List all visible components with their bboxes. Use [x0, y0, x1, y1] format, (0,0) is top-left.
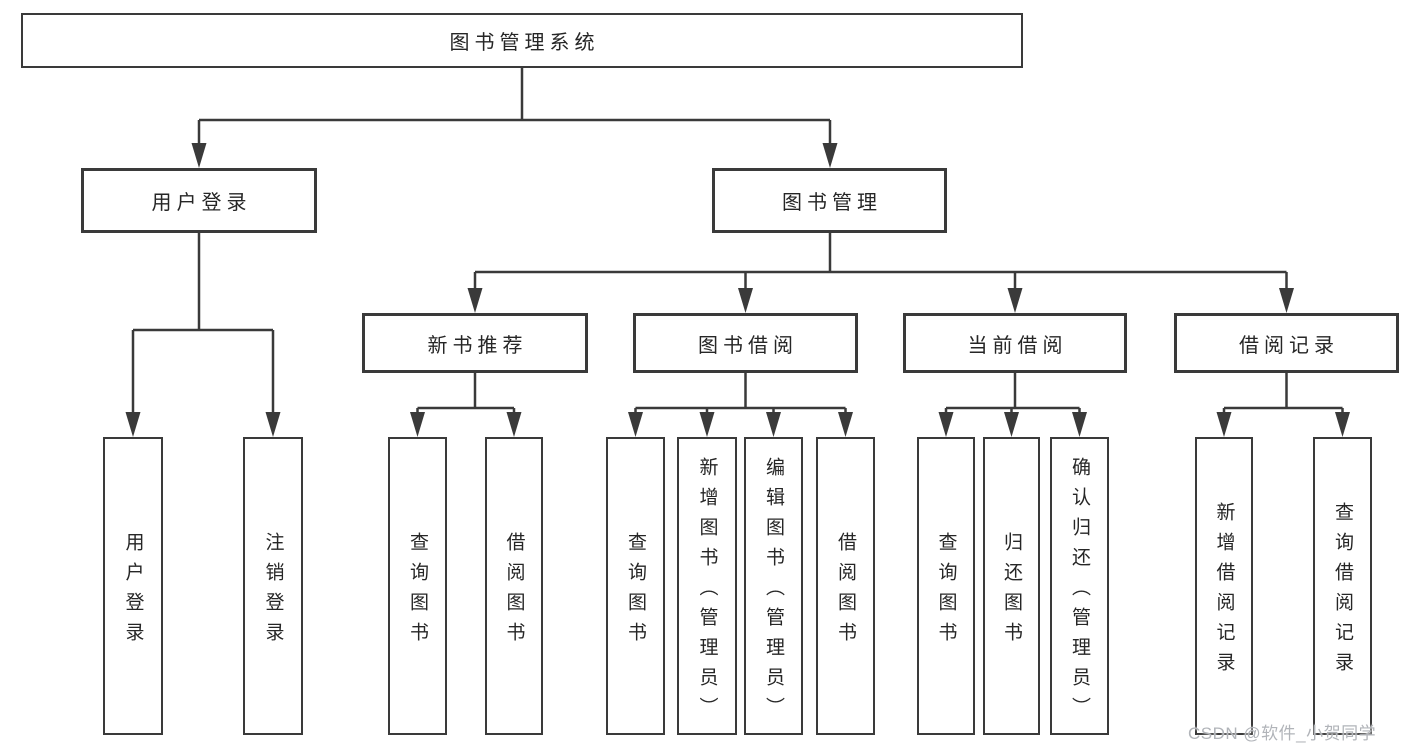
- arrow-down-icon: [410, 412, 425, 437]
- node-borrow-records: 借阅记录: [1174, 313, 1399, 373]
- arrow-down-icon: [766, 412, 781, 437]
- arrow-down-icon: [738, 288, 753, 313]
- leaf-new-books-borrow-label: 借阅图书: [503, 531, 525, 652]
- arrow-down-icon: [1004, 412, 1019, 437]
- arrow-down-icon: [699, 412, 715, 437]
- arrow-down-icon: [506, 412, 522, 437]
- node-book-borrow-label: 图书借阅: [698, 334, 798, 357]
- node-new-books-label: 新书推荐: [427, 334, 528, 357]
- node-borrow-records-label: 借阅记录: [1239, 334, 1339, 357]
- node-book-mgmt-label: 图书管理: [782, 192, 882, 214]
- arrow-down-icon: [1335, 412, 1350, 437]
- leaf-current-query-label: 查询图书: [935, 531, 957, 652]
- connector-user-login: [131, 233, 275, 414]
- leaf-add-borrow-record: 新增借阅记录: [1195, 437, 1253, 735]
- arrowheads: [125, 143, 1350, 437]
- arrow-down-icon: [1216, 412, 1232, 437]
- arrow-down-icon: [1072, 412, 1087, 437]
- leaf-logout: 注销登录: [243, 437, 303, 735]
- leaf-add-book-admin-label: 新增图书（管理员）: [696, 456, 718, 727]
- leaf-return-book-label: 归还图书: [1001, 531, 1022, 652]
- arrow-down-icon: [265, 412, 281, 437]
- arrow-down-icon: [822, 143, 838, 168]
- leaf-borrow-book-label: 借阅图书: [835, 531, 856, 652]
- leaf-edit-book-admin: 编辑图书（管理员）: [744, 437, 803, 735]
- arrow-down-icon: [191, 143, 207, 168]
- connector-new-books: [416, 373, 516, 414]
- connector-borrow-records: [1222, 373, 1344, 414]
- node-book-mgmt: 图书管理: [712, 168, 947, 233]
- leaf-confirm-return-admin-label: 确认归还（管理员）: [1069, 456, 1090, 727]
- leaf-add-book-admin: 新增图书（管理员）: [677, 437, 737, 735]
- arrow-down-icon: [1279, 288, 1294, 313]
- node-user-login-label: 用户登录: [151, 192, 252, 214]
- arrow-down-icon: [125, 412, 141, 437]
- arrow-down-icon: [838, 412, 853, 437]
- leaf-edit-book-admin-label: 编辑图书（管理员）: [763, 456, 784, 727]
- leaf-confirm-return-admin: 确认归还（管理员）: [1050, 437, 1109, 735]
- leaf-borrow-book: 借阅图书: [816, 437, 875, 735]
- node-root-label: 图书管理系统: [449, 32, 600, 54]
- connector-book-borrow: [634, 373, 847, 414]
- arrow-down-icon: [1007, 288, 1023, 313]
- node-new-books: 新书推荐: [362, 313, 588, 373]
- connector-book-mgmt: [473, 233, 1288, 290]
- leaf-user-login-label: 用户登录: [122, 531, 144, 652]
- node-current-borrow: 当前借阅: [903, 313, 1127, 373]
- csdn-watermark: CSDN @软件_小贺同学: [1188, 724, 1377, 743]
- arrow-down-icon: [938, 412, 954, 437]
- leaf-query-borrow-record: 查询借阅记录: [1313, 437, 1372, 735]
- leaf-borrow-query-label: 查询图书: [625, 531, 646, 652]
- arrow-down-icon: [467, 288, 483, 313]
- arrow-down-icon: [628, 412, 643, 437]
- node-book-borrow: 图书借阅: [633, 313, 858, 373]
- leaf-add-borrow-record-label: 新增借阅记录: [1213, 501, 1235, 682]
- node-user-login: 用户登录: [81, 168, 317, 233]
- leaf-borrow-query: 查询图书: [606, 437, 665, 735]
- leaf-return-book: 归还图书: [983, 437, 1040, 735]
- leaf-current-query: 查询图书: [917, 437, 975, 735]
- node-current-borrow-label: 当前借阅: [967, 334, 1068, 357]
- leaf-query-borrow-record-label: 查询借阅记录: [1332, 501, 1353, 682]
- connector-current-borrow: [944, 373, 1081, 414]
- connector-root: [197, 68, 832, 145]
- leaf-logout-label: 注销登录: [262, 531, 284, 652]
- leaf-new-books-query: 查询图书: [388, 437, 447, 735]
- leaf-new-books-borrow: 借阅图书: [485, 437, 543, 735]
- leaf-new-books-query-label: 查询图书: [407, 531, 428, 652]
- leaf-user-login: 用户登录: [103, 437, 163, 735]
- node-root: 图书管理系统: [21, 13, 1023, 68]
